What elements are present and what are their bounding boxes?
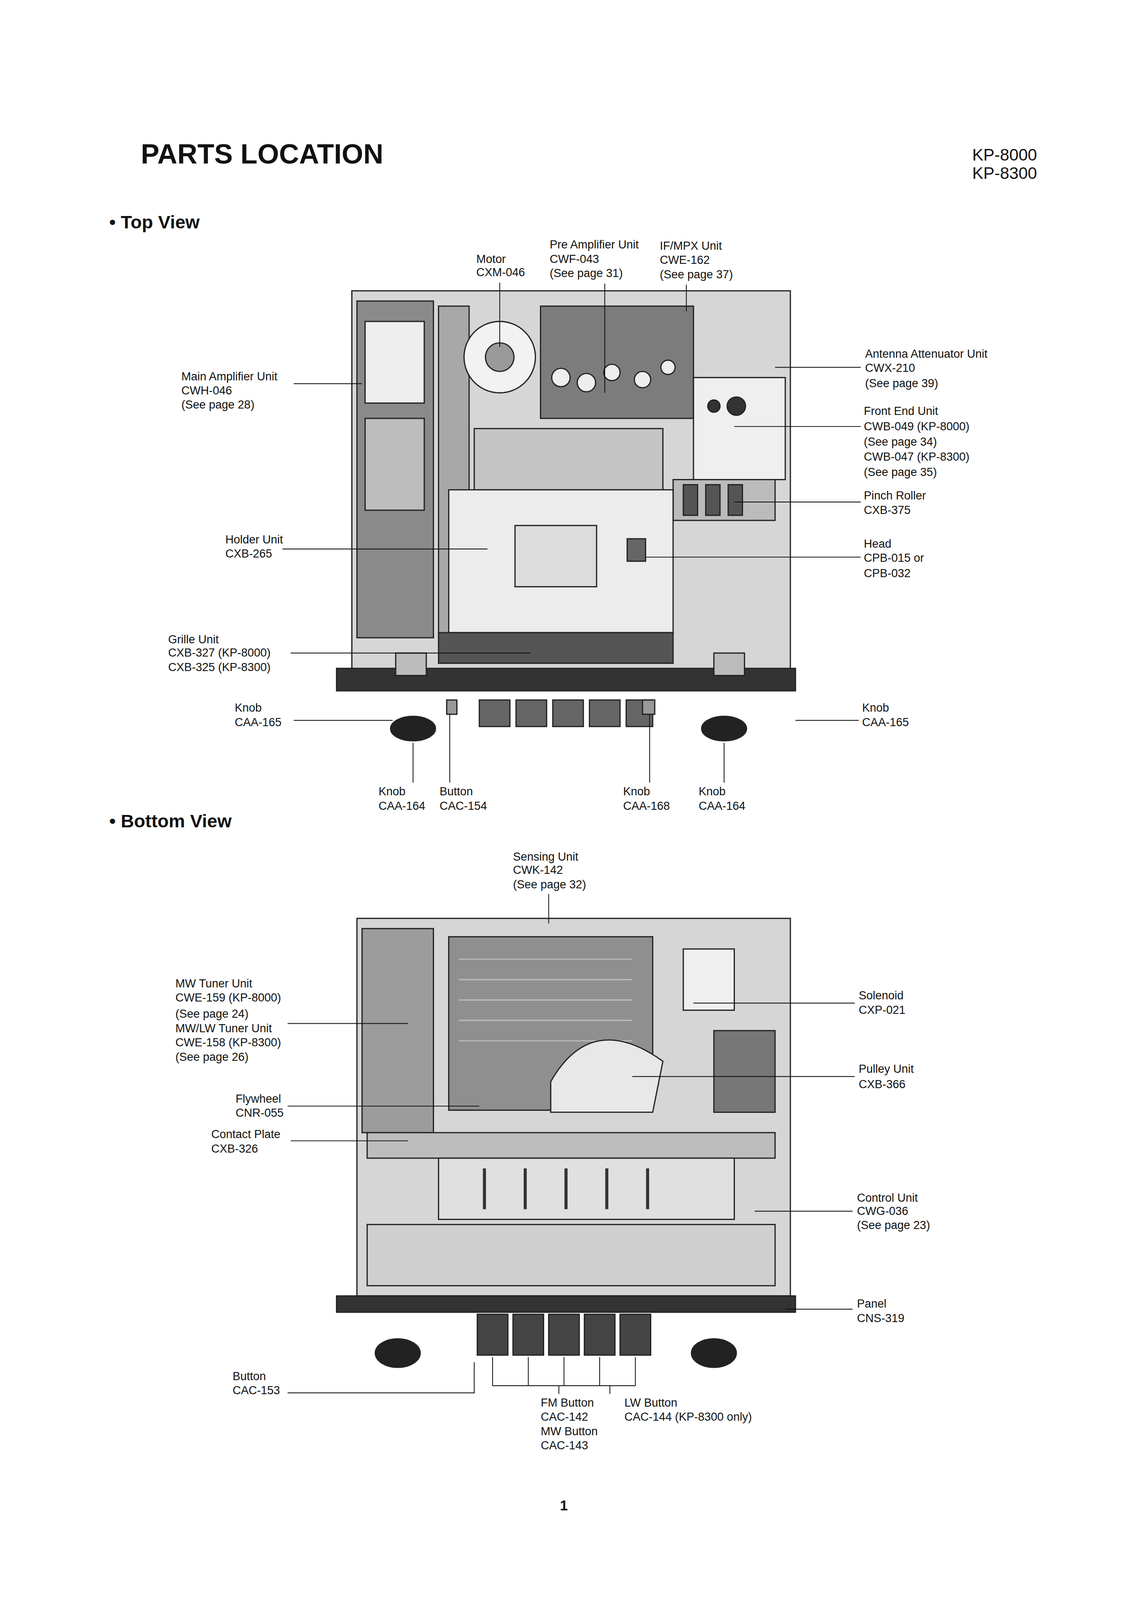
part-label: Grille Unit	[168, 633, 219, 647]
part-label: LW Button	[624, 1396, 678, 1410]
part-label: CAA-165	[862, 716, 910, 729]
part-label: Front End Unit	[863, 405, 939, 418]
part-label: CWB-047 (KP-8300)	[863, 450, 970, 464]
part-label: Pulley Unit	[858, 1062, 914, 1076]
part-label: CWE-159 (KP-8000)	[175, 991, 282, 1005]
page-title: PARTS LOCATION	[140, 138, 384, 170]
part-label: CWE-162	[659, 253, 710, 267]
part-label: Knob	[234, 701, 262, 715]
part-label: CWH-046	[181, 384, 233, 398]
leader-lines	[282, 282, 861, 1394]
part-label: CPB-032	[863, 567, 911, 581]
part-label: CXP-021	[858, 1003, 906, 1017]
part-label: (See page 31)	[549, 267, 623, 280]
part-label: CNR-055	[235, 1106, 284, 1120]
part-label: IF/MPX Unit	[659, 239, 723, 253]
part-label: Contact Plate	[211, 1128, 281, 1141]
part-label: CNS-319	[856, 1311, 905, 1325]
part-label: CWE-158 (KP-8300)	[175, 1036, 282, 1050]
part-label: (See page 28)	[181, 398, 255, 412]
part-label: Flywheel	[235, 1092, 282, 1106]
part-label: CXB-327 (KP-8000)	[168, 646, 271, 660]
part-label: CPB-015 or	[863, 551, 925, 565]
part-label: (See page 32)	[513, 878, 586, 892]
part-label: CWF-043	[549, 253, 600, 266]
part-label: CWB-049 (KP-8000)	[863, 420, 970, 434]
part-label: Button	[232, 1370, 266, 1383]
part-label: Holder Unit	[225, 533, 283, 547]
part-label: Pinch Roller	[863, 489, 927, 503]
part-label: (See page 35)	[863, 466, 937, 479]
part-label: Head	[863, 537, 892, 551]
part-label: CAC-154	[439, 799, 487, 813]
part-label: CWG-036	[856, 1204, 909, 1218]
part-label: CXM-046	[476, 266, 525, 280]
top-view-photo	[336, 290, 796, 741]
part-label: Knob	[378, 785, 406, 799]
part-label: (See page 23)	[856, 1218, 930, 1232]
part-label: Motor	[476, 253, 506, 266]
part-label: CAA-164	[378, 799, 426, 813]
part-label: (See page 26)	[175, 1050, 249, 1064]
part-label: • Bottom View	[109, 810, 232, 831]
part-label: Knob	[623, 785, 651, 799]
part-label: CXB-325 (KP-8300)	[168, 661, 271, 674]
part-label: FM Button	[540, 1396, 595, 1410]
part-label: (See page 37)	[659, 268, 733, 282]
part-label: MW Tuner Unit	[175, 977, 253, 991]
part-label: CAC-153	[232, 1384, 280, 1397]
part-label: KP-8300	[972, 164, 1038, 183]
part-label: CXB-366	[858, 1078, 906, 1091]
part-label: CAC-143	[540, 1439, 589, 1452]
part-label: CWK-142	[513, 863, 563, 877]
part-label: Main Amplifier Unit	[181, 370, 278, 384]
part-label: Solenoid	[858, 989, 904, 1003]
part-label: CAA-165	[234, 716, 282, 729]
part-label: Panel	[856, 1297, 887, 1311]
part-label: Control Unit	[856, 1191, 919, 1205]
part-label: Knob	[862, 701, 890, 715]
bottom-view-photo	[336, 918, 796, 1368]
part-label: CAA-164	[698, 799, 746, 813]
part-label: Pre Amplifier Unit	[549, 238, 639, 252]
part-label: MW Button	[540, 1425, 598, 1438]
part-label: 1	[559, 1497, 568, 1513]
part-label: MW/LW Tuner Unit	[175, 1022, 272, 1035]
part-label: • Top View	[109, 212, 200, 233]
part-label: CAA-168	[623, 799, 671, 813]
part-label: CXB-375	[863, 504, 911, 517]
part-label: (See page 39)	[865, 377, 939, 391]
part-label: KP-8000	[972, 145, 1038, 165]
part-label: Button	[439, 785, 473, 799]
part-label: CXB-265	[225, 547, 273, 561]
part-label: Sensing Unit	[513, 850, 579, 864]
part-label: (See page 24)	[175, 1007, 249, 1021]
part-label: Knob	[698, 785, 726, 799]
part-label: CXB-326	[211, 1142, 259, 1156]
part-label: CAC-142	[540, 1410, 589, 1424]
part-label: CAC-144 (KP-8300 only)	[624, 1410, 753, 1424]
part-label: (See page 34)	[863, 435, 937, 449]
part-label: Antenna Attenuator Unit	[865, 347, 988, 361]
part-label: CWX-210	[865, 361, 916, 375]
